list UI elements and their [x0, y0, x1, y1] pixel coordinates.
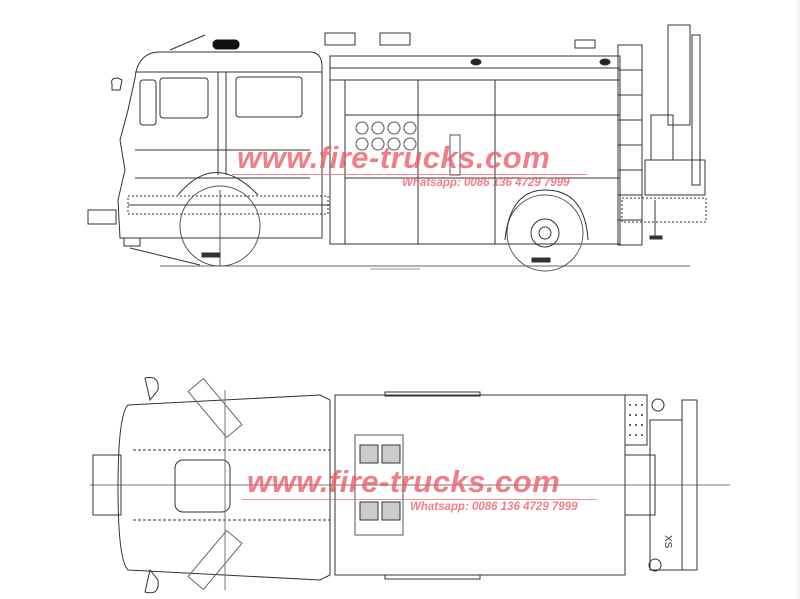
- xs-label: XS: [662, 535, 673, 549]
- cab-outline: [117, 51, 323, 239]
- top-plan-view: XS: [0, 360, 800, 599]
- cab-top-outline: [117, 394, 331, 581]
- right-edge: [797, 0, 800, 599]
- watermark-underline-upper: [232, 174, 587, 175]
- watermark-url-upper: www.fire-trucks.com: [237, 140, 551, 175]
- side-elevation-view: [0, 0, 800, 290]
- side-elevation-drawing: [87, 24, 707, 272]
- watermark-underline-lower: [242, 499, 597, 500]
- watermark-phone-lower: Whatsapp: 0086 136 4729 7999: [410, 501, 578, 513]
- watermark-phone-upper: Whatsapp: 0086 136 4729 7999: [402, 177, 570, 189]
- top-plan-drawing: XS: [90, 377, 730, 594]
- body-outline: [329, 55, 621, 245]
- watermark-url-lower: www.fire-trucks.com: [247, 464, 561, 499]
